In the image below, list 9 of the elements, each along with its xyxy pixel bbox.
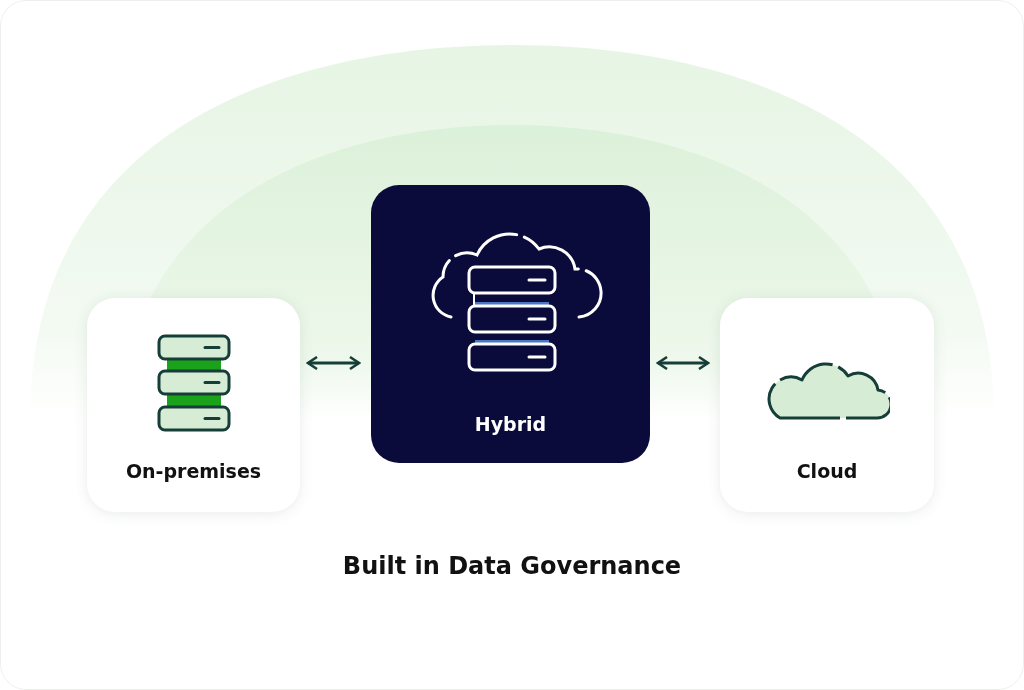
card-label: On-premises [125, 460, 262, 482]
card [720, 298, 934, 512]
card-label: Cloud [796, 460, 858, 482]
highlighted-card [371, 185, 650, 463]
double-arrow [306, 355, 361, 371]
card-label: Hybrid [474, 413, 547, 435]
double-arrow [656, 355, 710, 371]
card [87, 298, 300, 512]
caption: Built in Data Governance [342, 552, 682, 580]
